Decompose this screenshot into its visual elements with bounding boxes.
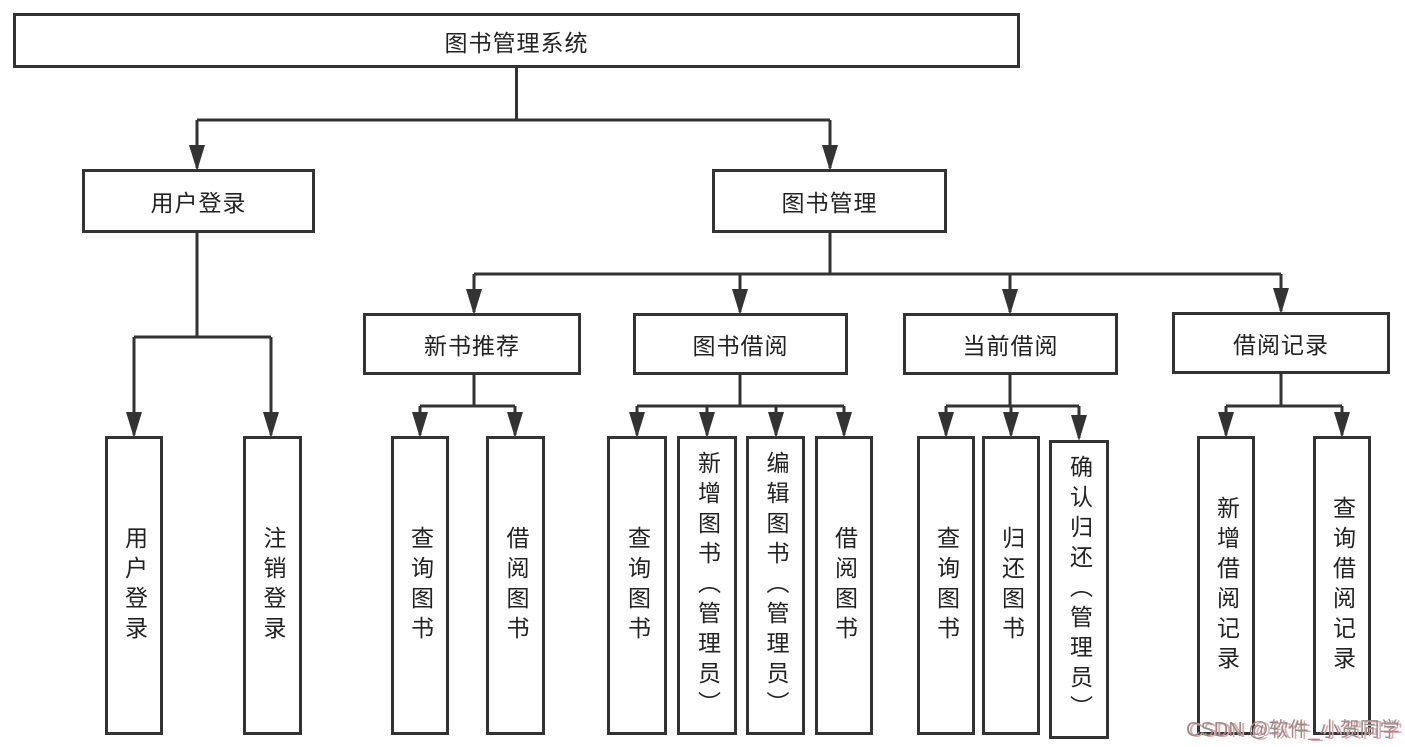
arrowhead-icon [822,145,838,171]
leaf-cb-return-books-label: 归还图书 [998,525,1025,646]
leaf-bb-query-books-label: 查询图书 [624,525,651,646]
arrowhead-icon [629,412,645,438]
leaf-logout: 注销登录 [243,436,302,735]
arrowhead-icon [699,412,715,438]
leaf-bb-edit-books-admin-label: 编辑图书（管理员） [763,450,789,721]
leaf-br-query-record: 查询借阅记录 [1313,436,1371,735]
leaf-nb-borrow-books: 借阅图书 [486,436,545,735]
arrowhead-icon [1334,412,1350,438]
leaf-bb-query-books: 查询图书 [607,436,667,735]
leaf-bb-add-books-admin-label: 新增图书（管理员） [694,450,721,721]
node-book-borrow: 图书借阅 [633,313,848,375]
arrowhead-icon [126,412,142,438]
node-book-borrow-label: 图书借阅 [692,333,789,359]
arrowheads [126,145,1350,441]
arrowhead-icon [1218,412,1234,438]
leaf-cb-return-books: 归还图书 [982,436,1040,735]
node-borrow-records: 借阅记录 [1172,312,1390,374]
node-current-borrow: 当前借阅 [903,313,1118,375]
arrowhead-icon [836,412,852,438]
node-current-borrow-label: 当前借阅 [962,333,1059,359]
leaf-cb-confirm-return-admin-label: 确认归还（管理员） [1066,454,1093,725]
leaf-user-login-label: 用户登录 [121,525,148,646]
leaf-bb-borrow-books-label: 借阅图书 [831,525,858,646]
arrowhead-icon [1003,412,1019,438]
node-user-login-label: 用户登录 [150,190,247,216]
leaf-cb-confirm-return-admin: 确认归还（管理员） [1049,440,1109,739]
arrowhead-icon [732,289,748,315]
leaf-br-query-record-label: 查询借阅记录 [1329,495,1356,676]
leaf-user-login: 用户登录 [105,436,163,735]
leaf-bb-add-books-admin: 新增图书（管理员） [677,436,737,735]
arrowhead-icon [507,412,523,438]
arrowhead-icon [1002,289,1018,315]
leaf-nb-query-books: 查询图书 [391,436,449,735]
arrowhead-icon [412,412,428,438]
leaf-nb-borrow-books-label: 借阅图书 [503,525,529,646]
connector-path [132,66,1344,438]
arrowhead-icon [768,412,784,438]
node-book-mgmt-label: 图书管理 [781,190,878,216]
arrowhead-icon [466,289,482,315]
leaf-cb-query-books: 查询图书 [917,436,975,735]
arrowhead-icon [938,412,954,438]
node-new-book-rec-label: 新书推荐 [424,333,520,359]
arrowhead-icon [189,145,205,171]
node-root: 图书管理系统 [13,13,1020,68]
leaf-bb-borrow-books: 借阅图书 [815,436,873,735]
csdn-watermark: CSDN @软件_小贺同学 [1186,719,1400,741]
node-new-book-rec: 新书推荐 [363,313,581,375]
leaf-bb-edit-books-admin: 编辑图书（管理员） [746,436,805,735]
arrowhead-icon [1071,415,1087,441]
leaf-logout-label: 注销登录 [260,525,286,646]
leaf-br-add-record-label: 新增借阅记录 [1213,495,1240,676]
node-borrow-records-label: 借阅记录 [1233,332,1329,358]
arrowhead-icon [1273,288,1289,314]
leaf-nb-query-books-label: 查询图书 [407,525,434,646]
arrowhead-icon [263,412,279,438]
node-root-label: 图书管理系统 [444,29,589,56]
node-user-login: 用户登录 [82,169,315,233]
leaf-br-add-record: 新增借阅记录 [1197,436,1255,735]
leaf-cb-query-books-label: 查询图书 [933,525,960,646]
node-book-mgmt: 图书管理 [712,169,947,233]
